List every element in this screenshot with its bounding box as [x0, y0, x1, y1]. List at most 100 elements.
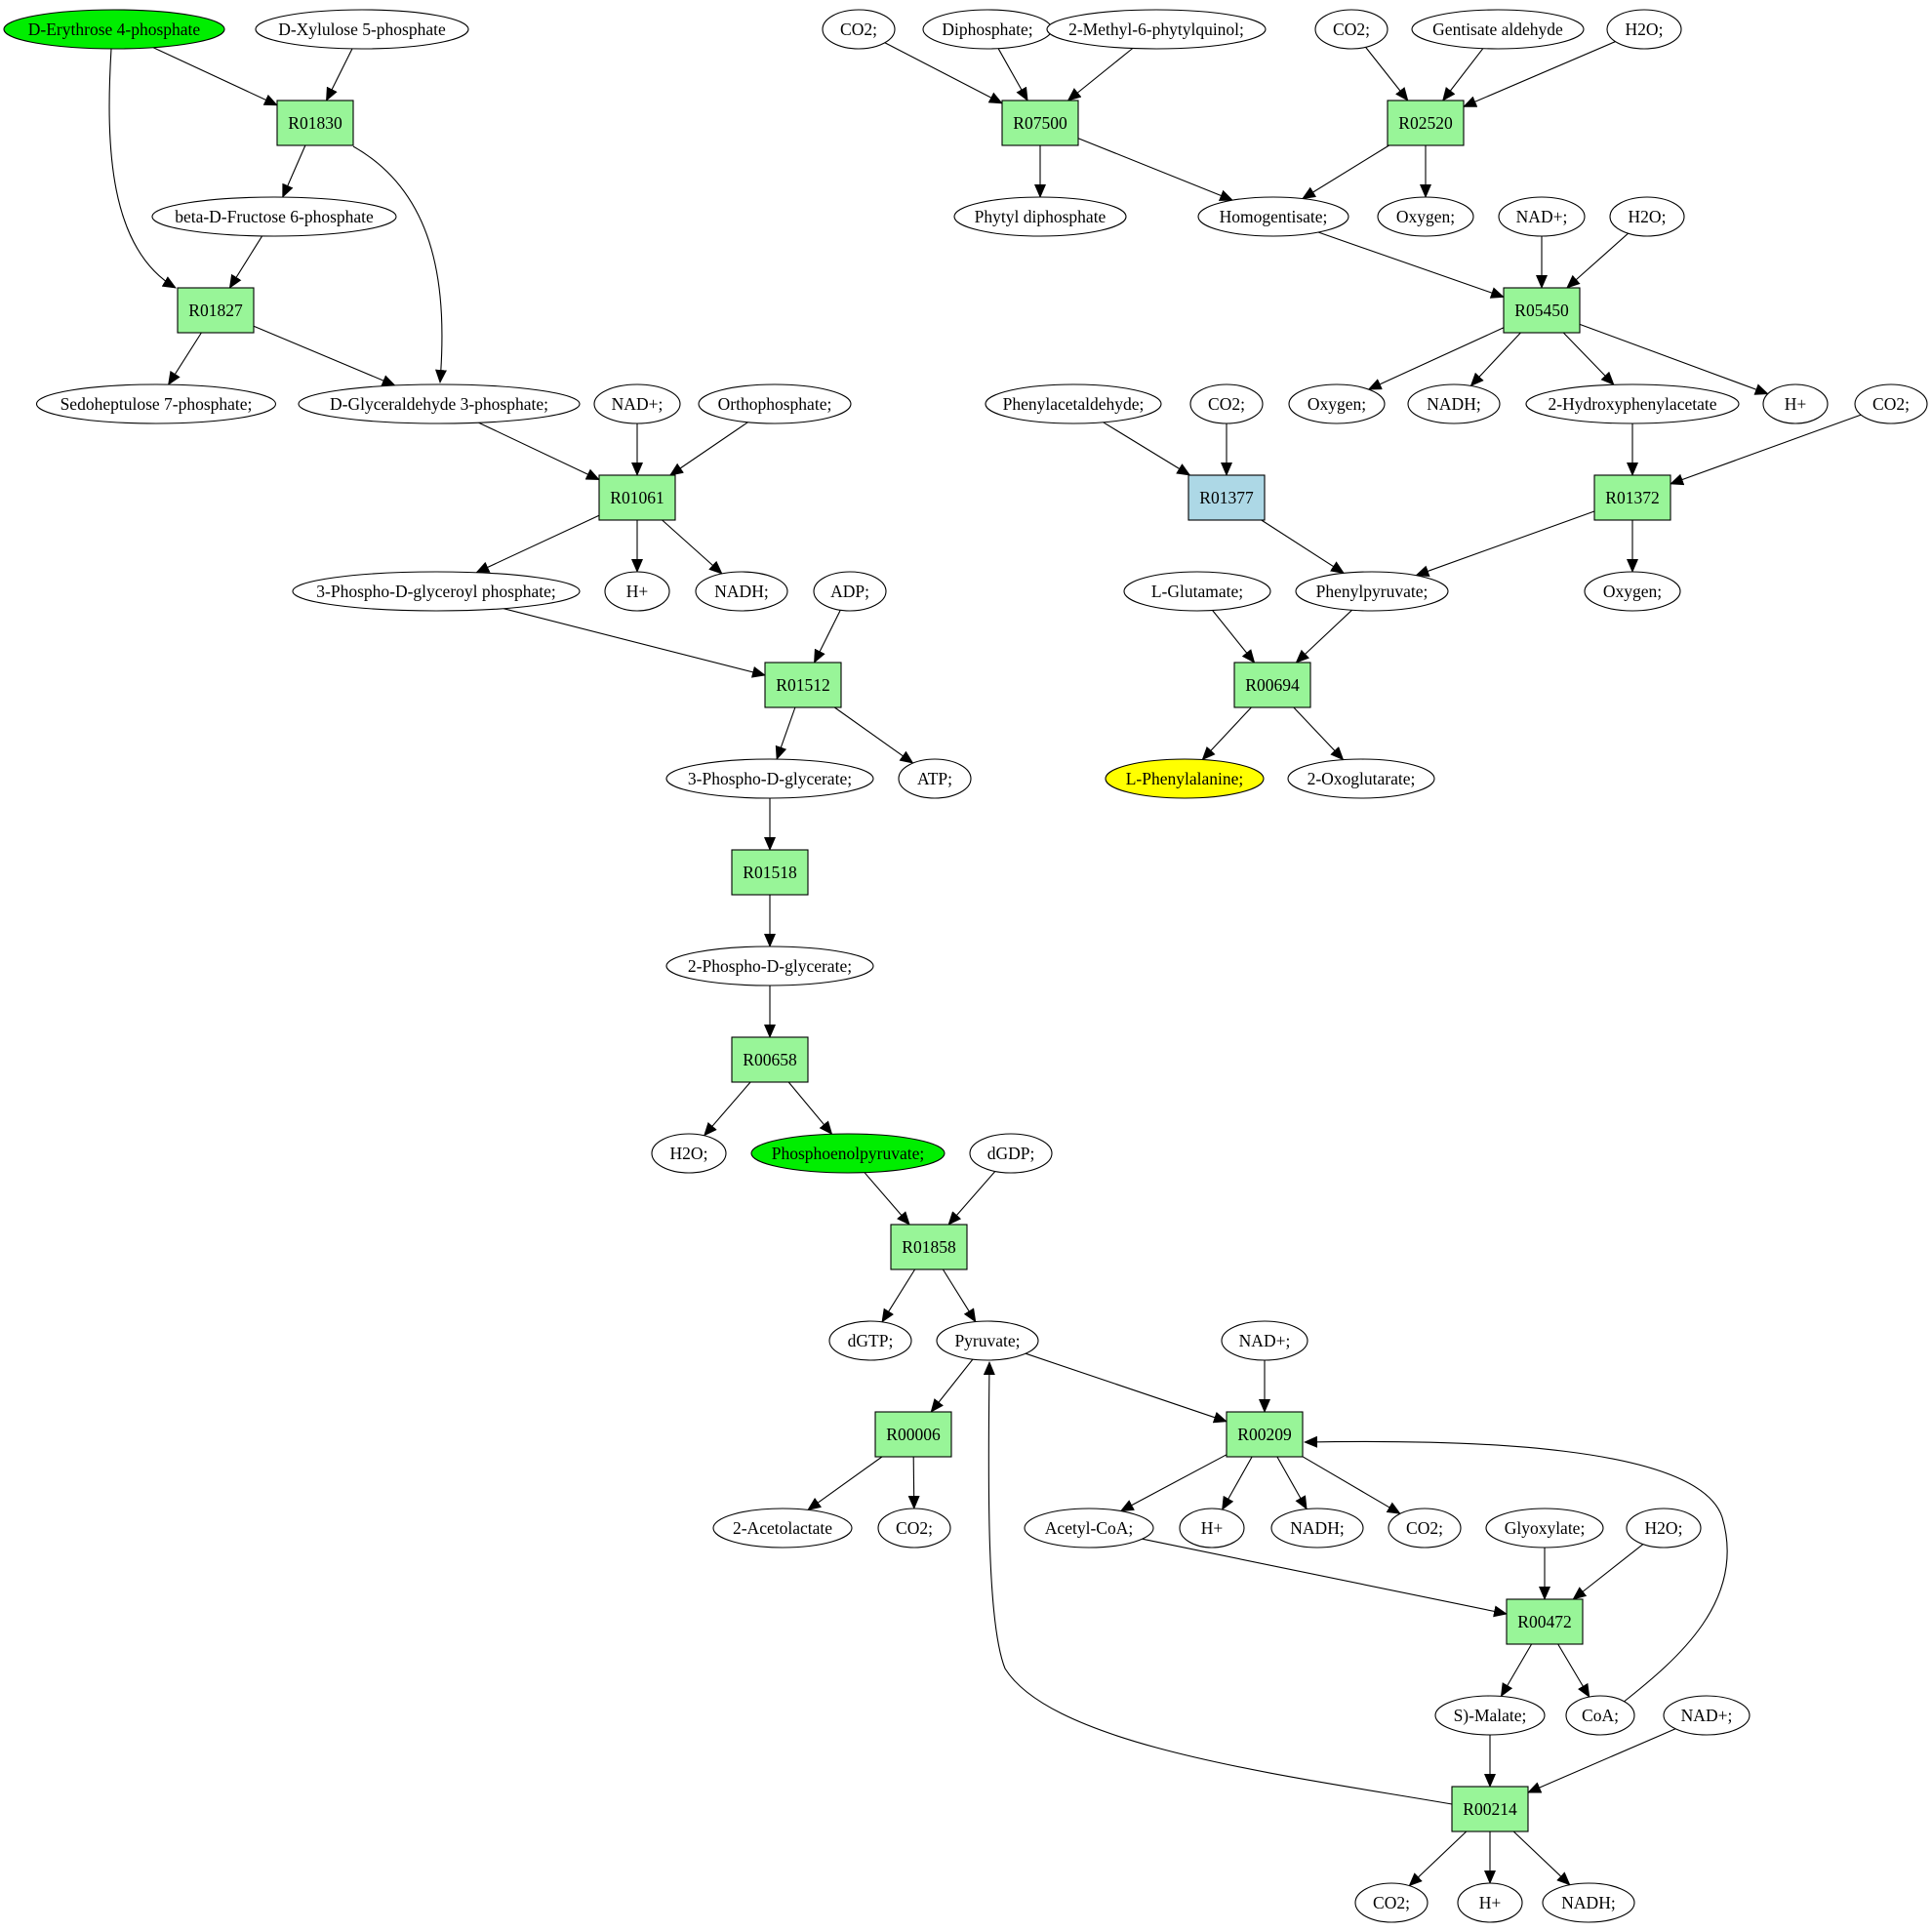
edge-r00694-to-c_phe	[1201, 706, 1252, 761]
compound-node-c_co2_6[interactable]: CO2;	[1189, 383, 1264, 424]
compound-node-c_glu[interactable]: L-Glutamate;	[1123, 571, 1271, 612]
compound-node-c_2hpa[interactable]: 2-Hydroxyphenylacetate	[1525, 383, 1740, 424]
edge-r01858-to-c_pyr	[942, 1268, 977, 1323]
compound-node-c_f6p[interactable]: beta-D-Fructose 6-phosphate	[151, 196, 397, 237]
compound-ellipse	[665, 945, 874, 986]
compound-node-c_orthop[interactable]: Orthophosphate;	[698, 383, 852, 424]
compound-node-c_pep[interactable]: Phosphoenolpyruvate;	[750, 1133, 946, 1174]
compound-node-c_phald[interactable]: Phenylacetaldehyde;	[985, 383, 1162, 424]
reaction-node-r01377[interactable]: R01377	[1187, 474, 1266, 521]
compound-node-c_h2[interactable]: H+	[1179, 1508, 1245, 1549]
compound-node-c_nad2[interactable]: NAD+;	[1221, 1320, 1308, 1361]
compound-node-c_nadh3[interactable]: NADH;	[1542, 1882, 1635, 1923]
node-label: dGTP;	[848, 1331, 894, 1350]
compound-ellipse	[1457, 1882, 1523, 1923]
compound-node-c_pgp[interactable]: 3-Phospho-D-glyceroyl phosphate;	[292, 571, 581, 612]
compound-node-c_glyox[interactable]: Glyoxylate;	[1485, 1508, 1604, 1549]
compound-ellipse	[813, 571, 887, 612]
reaction-node-r01518[interactable]: R01518	[731, 849, 809, 896]
node-label: NADH;	[1561, 1893, 1615, 1912]
reaction-node-r00209[interactable]: R00209	[1226, 1411, 1304, 1458]
compound-ellipse	[651, 1133, 727, 1174]
compound-node-c_nad1[interactable]: NAD+;	[593, 383, 681, 424]
reaction-node-r01827[interactable]: R01827	[177, 287, 255, 334]
compound-node-c_nadh2[interactable]: NADH;	[1270, 1508, 1364, 1549]
edge-c_diph-to-r07500	[997, 48, 1028, 101]
compound-node-c_h4[interactable]: H+	[1762, 383, 1829, 424]
compound-node-c_nad4[interactable]: NAD+;	[1498, 196, 1586, 237]
compound-node-c_co2_3[interactable]: CO2;	[1354, 1882, 1429, 1923]
compound-node-c_nadh1[interactable]: NADH;	[695, 571, 788, 612]
compound-node-c_mal[interactable]: S)-Malate;	[1434, 1695, 1546, 1736]
compound-node-c_g3p[interactable]: D-Glyceraldehyde 3-phosphate;	[298, 383, 581, 424]
compound-node-c_oxy2[interactable]: Oxygen;	[1288, 383, 1386, 424]
reaction-node-r01061[interactable]: R01061	[598, 474, 676, 521]
reaction-box	[1233, 662, 1311, 708]
compound-node-c_h2o4[interactable]: H2O;	[1609, 196, 1685, 237]
reaction-box	[731, 849, 809, 896]
reaction-node-r00694[interactable]: R00694	[1233, 662, 1311, 708]
reaction-node-r00658[interactable]: R00658	[731, 1036, 809, 1083]
node-label: Phytyl diphosphate	[975, 207, 1107, 226]
compound-node-c_acl[interactable]: 2-Acetolactate	[712, 1508, 853, 1549]
reaction-node-r01830[interactable]: R01830	[276, 100, 354, 146]
compound-node-c_co2_7[interactable]: CO2;	[1854, 383, 1928, 424]
compound-ellipse	[1179, 1508, 1245, 1549]
compound-node-c_e4p[interactable]: D-Erythrose 4-phosphate	[3, 9, 225, 50]
edge-c_g3p-to-r01061	[478, 422, 600, 481]
compound-node-c_co2_4[interactable]: CO2;	[822, 9, 896, 50]
compound-node-c_diph[interactable]: Diphosphate;	[922, 9, 1053, 50]
compound-node-c_h3[interactable]: H+	[1457, 1882, 1523, 1923]
reaction-node-r07500[interactable]: R07500	[1001, 100, 1079, 146]
reaction-node-r00214[interactable]: R00214	[1451, 1786, 1529, 1832]
compound-node-c_pyr[interactable]: Pyruvate;	[936, 1320, 1039, 1361]
compound-node-c_hga[interactable]: Homogentisate;	[1197, 196, 1349, 237]
compound-node-c_nad3[interactable]: NAD+;	[1663, 1695, 1751, 1736]
node-label: Homogentisate;	[1220, 207, 1328, 226]
compound-node-c_co2_5[interactable]: CO2;	[1314, 9, 1389, 50]
compound-node-c_dgtp[interactable]: dGTP;	[828, 1320, 912, 1361]
compound-node-c_coa[interactable]: CoA;	[1565, 1695, 1635, 1736]
compound-node-c_2pg[interactable]: 2-Phospho-D-glycerate;	[665, 945, 874, 986]
compound-ellipse	[1411, 9, 1585, 50]
compound-node-c_nadh4[interactable]: NADH;	[1407, 383, 1501, 424]
reaction-node-r01512[interactable]: R01512	[764, 662, 842, 708]
reaction-node-r02520[interactable]: R02520	[1387, 100, 1465, 146]
compound-node-c_s7p[interactable]: Sedoheptulose 7-phosphate;	[35, 383, 277, 424]
edge-c_h2o3-to-r02520	[1463, 41, 1616, 107]
node-label: Orthophosphate;	[718, 394, 832, 414]
compound-ellipse	[1542, 1882, 1635, 1923]
reaction-node-r05450[interactable]: R05450	[1503, 287, 1581, 334]
compound-node-c_phpyr[interactable]: Phenylpyruvate;	[1295, 571, 1449, 612]
compound-node-c_h2o2[interactable]: H2O;	[1626, 1508, 1702, 1549]
node-label: H2O;	[1626, 20, 1664, 39]
compound-node-c_dgdp[interactable]: dGDP;	[969, 1133, 1053, 1174]
reaction-node-r00472[interactable]: R00472	[1506, 1598, 1584, 1645]
compound-node-c_oxy1[interactable]: Oxygen;	[1377, 196, 1474, 237]
compound-node-c_x5p[interactable]: D-Xylulose 5-phosphate	[255, 9, 469, 50]
compound-node-c_phe[interactable]: L-Phenylalanine;	[1105, 758, 1265, 799]
compound-node-c_oxy3[interactable]: Oxygen;	[1584, 571, 1681, 612]
compound-node-c_h1[interactable]: H+	[604, 571, 670, 612]
edge-r00472-to-c_coa	[1557, 1643, 1590, 1698]
compound-node-c_co2_2[interactable]: CO2;	[1388, 1508, 1462, 1549]
compound-node-c_gald[interactable]: Gentisate aldehyde	[1411, 9, 1585, 50]
reaction-node-r01858[interactable]: R01858	[890, 1224, 968, 1270]
compound-node-c_h2o3[interactable]: H2O;	[1606, 9, 1682, 50]
reaction-box	[1451, 1786, 1529, 1832]
reaction-node-r01372[interactable]: R01372	[1593, 474, 1671, 521]
compound-node-c_3pg[interactable]: 3-Phospho-D-glycerate;	[665, 758, 874, 799]
compound-node-c_atp[interactable]: ATP;	[898, 758, 972, 799]
edge-r00209-to-c_nadh2	[1276, 1456, 1308, 1510]
reaction-node-r00006[interactable]: R00006	[874, 1411, 952, 1458]
compound-node-c_2og[interactable]: 2-Oxoglutarate;	[1287, 758, 1435, 799]
edge-r00214-to-c_nadh3	[1512, 1830, 1571, 1886]
compound-node-c_phdp[interactable]: Phytyl diphosphate	[953, 196, 1127, 237]
edge-c_glu-to-r00694	[1212, 610, 1256, 664]
compound-node-c_h2o1[interactable]: H2O;	[651, 1133, 727, 1174]
compound-node-c_adp[interactable]: ADP;	[813, 571, 887, 612]
compound-node-c_mpq[interactable]: 2-Methyl-6-phytylquinol;	[1046, 9, 1267, 50]
compound-node-c_accoa[interactable]: Acetyl-CoA;	[1024, 1508, 1154, 1549]
node-label: ADP;	[830, 582, 869, 601]
compound-node-c_co2_1[interactable]: CO2;	[877, 1508, 951, 1549]
